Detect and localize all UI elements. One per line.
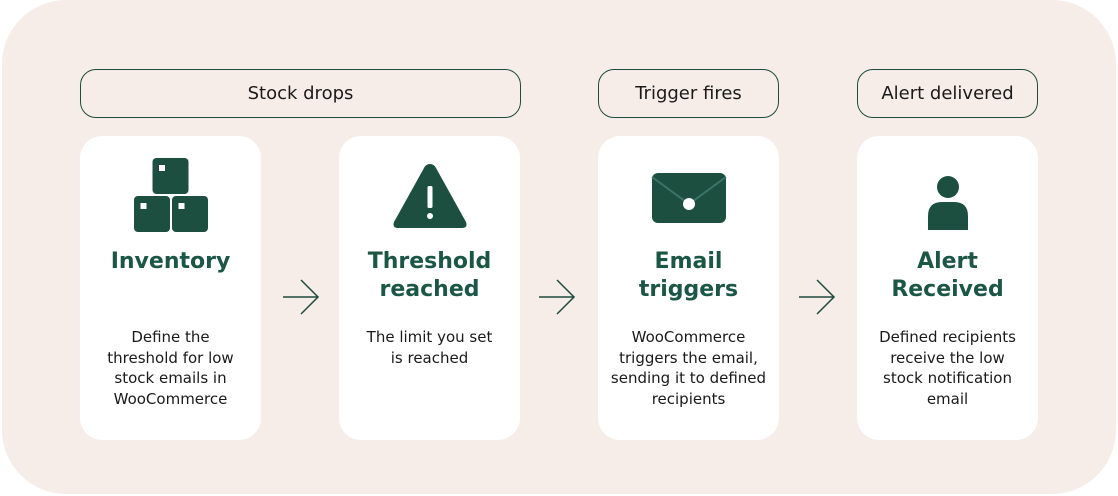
person-icon [857,156,1038,236]
card-threshold-reached: Threshold reached The limit you set is r… [339,136,520,440]
card-description: WooCommerce triggers the email, sending … [610,328,767,408]
stage-alert-delivered-label: Alert delivered [881,83,1014,104]
envelope-icon [598,156,779,236]
card-title: Inventory [110,249,231,274]
card-title: Alert Received [891,249,1004,302]
stage-trigger-fires-label: Trigger fires [635,83,742,104]
boxes-icon [80,156,261,236]
card-description: Define the threshold for low stock email… [107,328,234,408]
stage-alert-delivered: Alert delivered [857,69,1038,118]
card-email-triggers: Email triggers WooCommerce triggers the … [598,136,779,440]
arrow-right-icon [799,279,836,315]
stage-stock-drops-label: Stock drops [247,83,354,104]
card-title: Threshold reached [367,249,492,302]
arrow-right-icon [283,279,320,315]
card-description: The limit you set is reached [366,328,493,367]
stage-stock-drops: Stock drops [80,69,521,118]
card-alert-received: Alert Received Defined recipients receiv… [857,136,1038,440]
card-title: Email triggers [638,249,739,302]
warning-icon [339,156,520,236]
arrow-right-icon [539,279,576,315]
card-description: Defined recipients receive the low stock… [879,328,1016,408]
card-inventory: Inventory Define the threshold for low s… [80,136,261,440]
stage-trigger-fires: Trigger fires [598,69,779,118]
